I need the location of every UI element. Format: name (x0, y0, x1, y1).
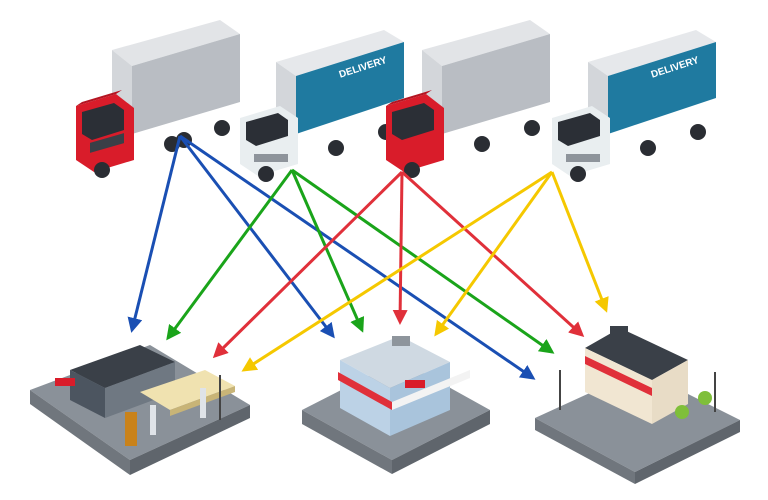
truck-red-1 (76, 20, 240, 178)
route-arrow-truck-blue-1-to-shop (291, 168, 555, 354)
awning (585, 356, 652, 396)
minimarket (302, 336, 490, 474)
route-arrow-truck-red-1-to-shop (179, 134, 536, 380)
tree (675, 405, 689, 419)
route-arrow-truck-blue-1-to-gas-station (166, 169, 294, 341)
canopy (140, 370, 235, 410)
shop (535, 326, 740, 484)
truck-blue-2: DELIVERY (552, 30, 716, 182)
awning (338, 372, 392, 410)
route-arrow-truck-blue-2-to-minimarket (434, 171, 554, 337)
windshield (82, 103, 124, 140)
wheel (258, 166, 274, 182)
windshield (392, 103, 434, 140)
windshield (558, 113, 600, 146)
wheel (570, 166, 586, 182)
truck-blue-1: DELIVERY (240, 30, 404, 182)
wheel (690, 124, 706, 140)
wheel (404, 162, 420, 178)
cargo-box (608, 42, 716, 134)
route-arrow-truck-red-1-to-minimarket (178, 135, 335, 339)
roof (585, 328, 688, 380)
gas-station (30, 345, 250, 475)
tree (698, 391, 712, 405)
route-arrow-truck-blue-2-to-gas-station (241, 170, 553, 372)
route-arrow-truck-red-1-to-gas-station (127, 135, 182, 333)
roof (340, 336, 450, 388)
wheel (474, 136, 490, 152)
wheel (524, 120, 540, 136)
route-arrow-truck-red-2-to-gas-station (212, 170, 404, 359)
wheel (214, 120, 230, 136)
route-arrow-truck-red-2-to-minimarket (392, 171, 408, 325)
store-sign (405, 380, 425, 388)
wheel (328, 140, 344, 156)
station-sign (55, 378, 75, 386)
ground-tile (535, 370, 740, 472)
route-arrows (127, 134, 609, 380)
wheel (640, 140, 656, 156)
cargo-box (296, 42, 404, 134)
windshield (246, 113, 288, 146)
price-pylon (125, 412, 137, 446)
shop-sign (610, 326, 628, 334)
ac-unit (392, 336, 410, 346)
truck-red-2 (386, 20, 550, 178)
wheel (94, 162, 110, 178)
route-arrow-truck-blue-2-to-shop (550, 171, 609, 313)
